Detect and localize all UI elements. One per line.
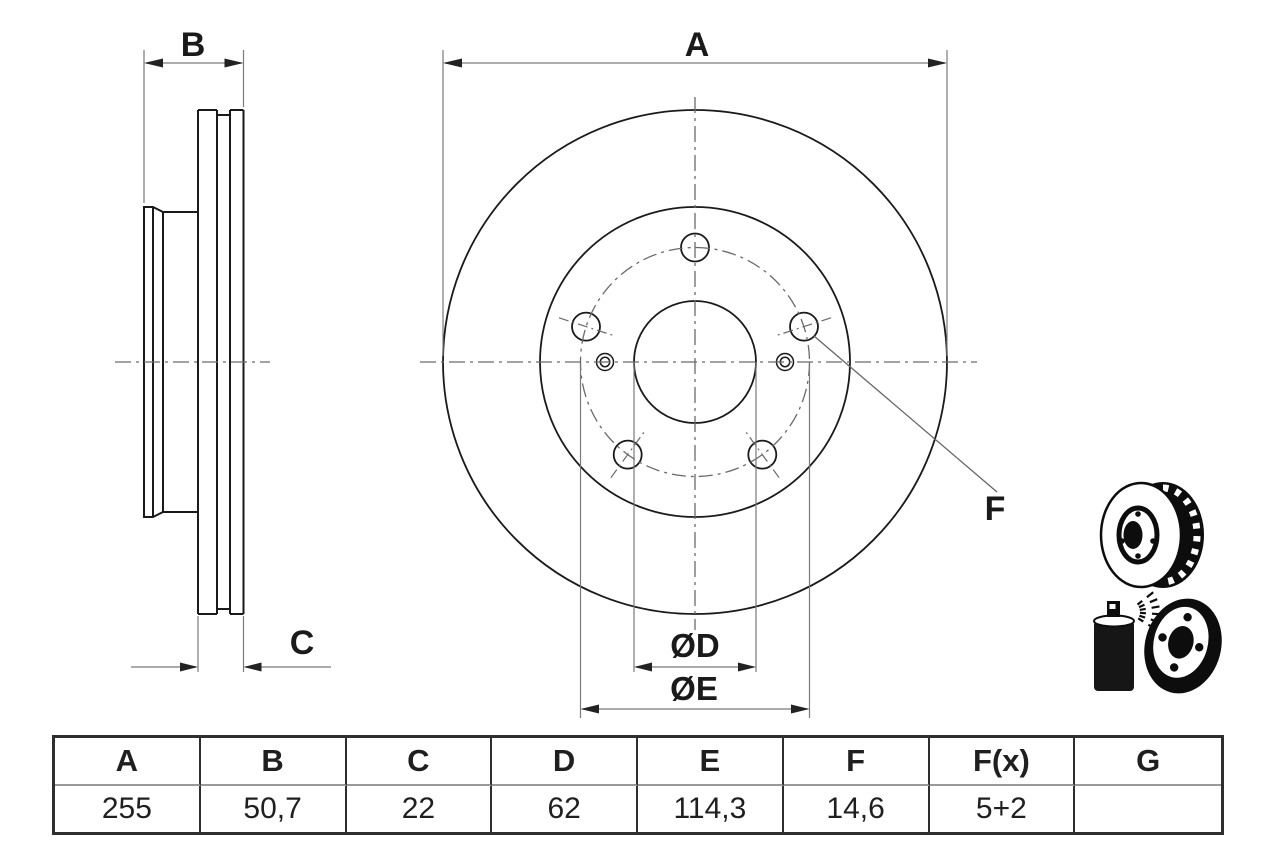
- table-header-cell-a: A: [55, 738, 201, 786]
- dimension-d-arrows: [634, 662, 756, 672]
- table-header-cell-b: B: [200, 738, 347, 786]
- table-value-row: 255 50,7 22 62 114,3 14,6 5+2: [55, 786, 1221, 832]
- dimension-a: [442, 50, 948, 356]
- table-header-cell-fx: F(x): [929, 738, 1076, 786]
- table-value-cell-e: 114,3: [638, 786, 784, 832]
- table-value-cell-fx: 5+2: [930, 786, 1076, 832]
- spray-coated-brake-disc-icon: [1093, 591, 1222, 694]
- table-value-cell-c: 22: [347, 786, 493, 832]
- dim-label-b: B: [180, 26, 206, 64]
- dimension-e-arrows: [580, 704, 810, 714]
- table-value-cell-d: 62: [492, 786, 638, 832]
- dim-label-diameter-d: ØD: [670, 627, 720, 664]
- table-value-cell-a: 255: [55, 786, 201, 832]
- vented-brake-disc-3d-icon: [1099, 481, 1204, 589]
- dimension-a-arrows: [443, 58, 947, 68]
- table-header-row: A B C D E F F(x) G: [55, 738, 1221, 786]
- dimension-b-arrows: [144, 58, 244, 68]
- dim-label-a: A: [684, 26, 710, 64]
- table-value-cell-f: 14,6: [784, 786, 930, 832]
- table-header-cell-d: D: [492, 738, 638, 786]
- dim-label-diameter-e: ØE: [670, 670, 718, 707]
- leader-f: [813, 335, 998, 493]
- front-view-centerlines: [420, 97, 977, 630]
- dimension-c-arrows: [180, 662, 262, 672]
- table-header-cell-f: F: [783, 738, 930, 786]
- table-value-cell-g: [1075, 786, 1221, 832]
- dimension-spec-table: A B C D E F F(x) G 255 50,7 22 62 114,3 …: [52, 735, 1224, 835]
- table-header-cell-e: E: [638, 738, 784, 786]
- table-header-cell-c: C: [346, 738, 493, 786]
- dimension-e: [579, 365, 811, 718]
- table-header-cell-g: G: [1075, 738, 1221, 786]
- dim-label-f: F: [984, 490, 1006, 528]
- dim-label-c: C: [289, 624, 315, 662]
- dimension-b: [143, 50, 245, 203]
- technical-drawing: [115, 50, 1222, 718]
- dimension-d: [633, 362, 757, 672]
- table-value-cell-b: 50,7: [201, 786, 347, 832]
